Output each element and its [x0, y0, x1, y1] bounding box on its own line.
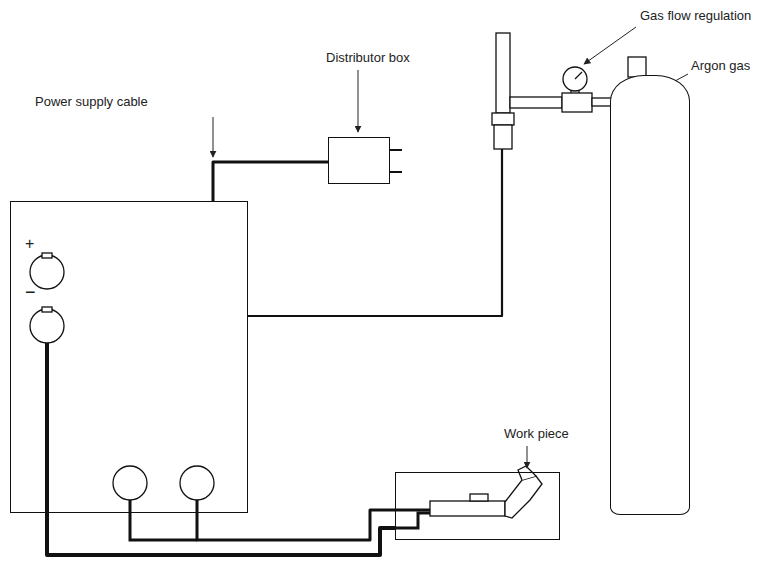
- control-socket: [180, 466, 214, 500]
- socket-key: [42, 307, 52, 312]
- flowmeter-tube: [496, 33, 510, 113]
- distributor-box: Distributor box: [328, 137, 390, 184]
- flowmeter-nut: [494, 125, 512, 149]
- part-label: Gas flow regulation: [640, 9, 751, 24]
- node-label: Work piece: [504, 427, 569, 442]
- regulator-body: [562, 93, 592, 112]
- node-label: Distributor box: [326, 51, 410, 66]
- regulator-stem: [592, 98, 612, 106]
- cable-label-text: Power supply cable: [35, 94, 148, 109]
- plug-pin: [390, 149, 402, 151]
- node-label: +: [25, 235, 34, 253]
- cable-stub: [196, 500, 199, 513]
- part-label-text: Gas flow regulation: [640, 8, 751, 23]
- cylinder-valve: [628, 57, 646, 77]
- gas-cylinder: Argon gas: [610, 75, 690, 515]
- leader-arrow: [527, 446, 528, 468]
- work-piece: Work piece: [395, 472, 560, 540]
- torch-cable: [395, 509, 430, 512]
- node-text: −: [25, 282, 36, 302]
- control-cable-branch: [130, 500, 197, 540]
- flowmeter-fitting: [492, 113, 514, 125]
- node-label: −: [25, 282, 36, 303]
- torch-switch: [470, 494, 488, 501]
- welding-machine: +−: [10, 201, 248, 513]
- node-text: Distributor box: [326, 50, 410, 65]
- regulator-arm: [510, 97, 562, 108]
- cable-label: Power supply cable: [35, 95, 148, 110]
- node-text: +: [25, 235, 34, 252]
- gas-hose: [248, 103, 610, 316]
- torch-head: [505, 476, 542, 518]
- control-socket: [113, 466, 147, 500]
- welding-cable: [47, 513, 395, 555]
- torch-body: [430, 501, 505, 516]
- cable-stub: [45, 343, 49, 513]
- socket: [30, 253, 214, 500]
- leader-arrow: [213, 117, 214, 157]
- leader-arrow: [358, 70, 359, 132]
- plug-pin: [390, 171, 402, 173]
- leader-arrow: [584, 27, 636, 64]
- node-text: Argon gas: [691, 58, 750, 73]
- pressure-gauge: [563, 67, 587, 91]
- node-text: Work piece: [504, 426, 569, 441]
- control-cable: [197, 510, 395, 540]
- power-cable: [213, 162, 328, 201]
- torch-cap: [518, 466, 536, 480]
- node-label: Argon gas: [691, 59, 750, 74]
- gauge-needle: [575, 72, 582, 79]
- socket-key: [42, 253, 52, 258]
- minus-socket: [30, 309, 64, 343]
- torch-cable: [395, 513, 430, 528]
